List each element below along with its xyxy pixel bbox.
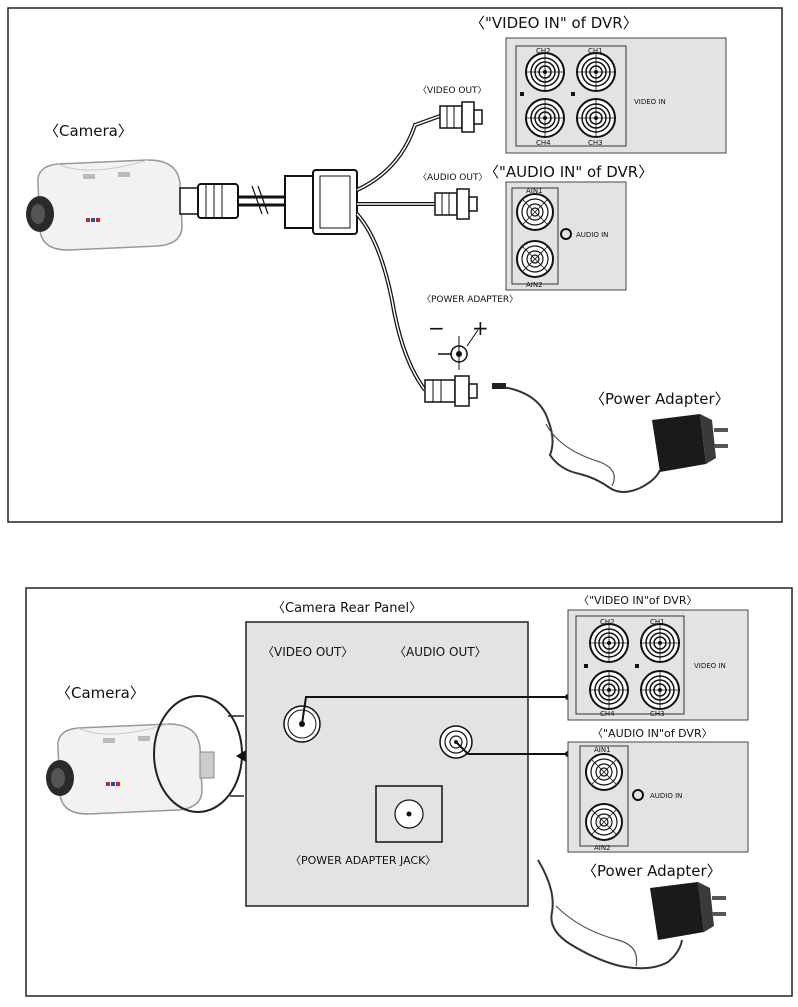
d2-video-in-panel: CH2 CH1 CH4 CH3 VIDEO IN	[567, 609, 749, 721]
svg-text:CH1: CH1	[588, 47, 603, 55]
svg-text:CH1: CH1	[650, 618, 665, 626]
d2-adapter-cable	[537, 859, 683, 970]
d2-rear-panel-title: 〈Camera Rear Panel〉	[272, 601, 422, 616]
d2-camera-label: 〈Camera〉	[56, 684, 145, 702]
d1-audio-out-label: 〈AUDIO OUT〉	[418, 172, 487, 183]
d2-power-jack-label: 〈POWER ADAPTER JACK〉	[290, 854, 436, 867]
svg-text:VIDEO IN: VIDEO IN	[634, 98, 666, 106]
svg-text:AUDIO IN: AUDIO IN	[650, 792, 682, 800]
d2-audio-in-panel: AIN1 AIN2 AUDIO IN	[567, 741, 749, 853]
diagram2-frame	[25, 587, 793, 997]
d2-video-in-title: 〈"VIDEO IN"of DVR〉	[578, 594, 697, 607]
svg-text:CH2: CH2	[600, 618, 615, 626]
d2-video-line	[301, 696, 568, 725]
d1-video-in-panel: CH2 CH1 CH4 CH3 VIDEO IN	[505, 37, 727, 154]
svg-text:AIN1: AIN1	[526, 187, 543, 195]
d1-adapter-cable	[491, 385, 661, 493]
svg-text:CH4: CH4	[600, 710, 615, 718]
d1-camera-label: 〈Camera〉	[44, 122, 133, 140]
d1-cable-assembly	[179, 101, 483, 407]
d1-polarity-symbol: − +	[428, 316, 489, 370]
diagram1-frame	[7, 7, 783, 523]
svg-text:−: −	[428, 316, 445, 340]
d1-power-adapter-label: 〈Power Adapter〉	[590, 390, 730, 408]
d2-audio-in-title: 〈"AUDIO IN"of DVR〉	[592, 727, 713, 740]
svg-text:AIN2: AIN2	[594, 844, 611, 852]
svg-text:AUDIO IN: AUDIO IN	[576, 231, 608, 239]
d2-power-adapter-label: 〈Power Adapter〉	[582, 862, 722, 880]
d1-video-in-title: 〈"VIDEO IN" of DVR〉	[470, 14, 638, 32]
d1-audio-in-title: 〈"AUDIO IN" of DVR〉	[484, 163, 653, 181]
d2-power-adapter-image	[650, 882, 726, 940]
svg-text:CH4: CH4	[536, 139, 551, 147]
d2-audio-line	[455, 741, 568, 755]
svg-text:CH3: CH3	[588, 139, 603, 147]
d2-video-out-label: 〈VIDEO OUT〉	[262, 645, 353, 659]
svg-text:CH3: CH3	[650, 710, 665, 718]
d1-video-out-label: 〈VIDEO OUT〉	[418, 85, 487, 96]
d1-camera-image	[25, 159, 195, 251]
svg-text:AIN2: AIN2	[526, 281, 543, 289]
d1-power-adapter-jack-label: 〈POWER ADAPTER〉	[422, 294, 518, 305]
d2-rear-panel: 〈VIDEO OUT〉 〈AUDIO OUT〉 〈POWER ADAPTER J…	[245, 621, 529, 907]
d1-power-adapter-image	[652, 414, 728, 472]
d1-audio-in-panel: AIN1 AIN2 AUDIO IN	[505, 181, 627, 291]
d2-audio-out-label: 〈AUDIO OUT〉	[394, 645, 487, 659]
d2-camera-image	[45, 723, 215, 815]
svg-text:VIDEO IN: VIDEO IN	[694, 662, 726, 670]
svg-text:AIN1: AIN1	[594, 746, 611, 754]
svg-text:CH2: CH2	[536, 47, 551, 55]
svg-text:+: +	[472, 316, 489, 340]
